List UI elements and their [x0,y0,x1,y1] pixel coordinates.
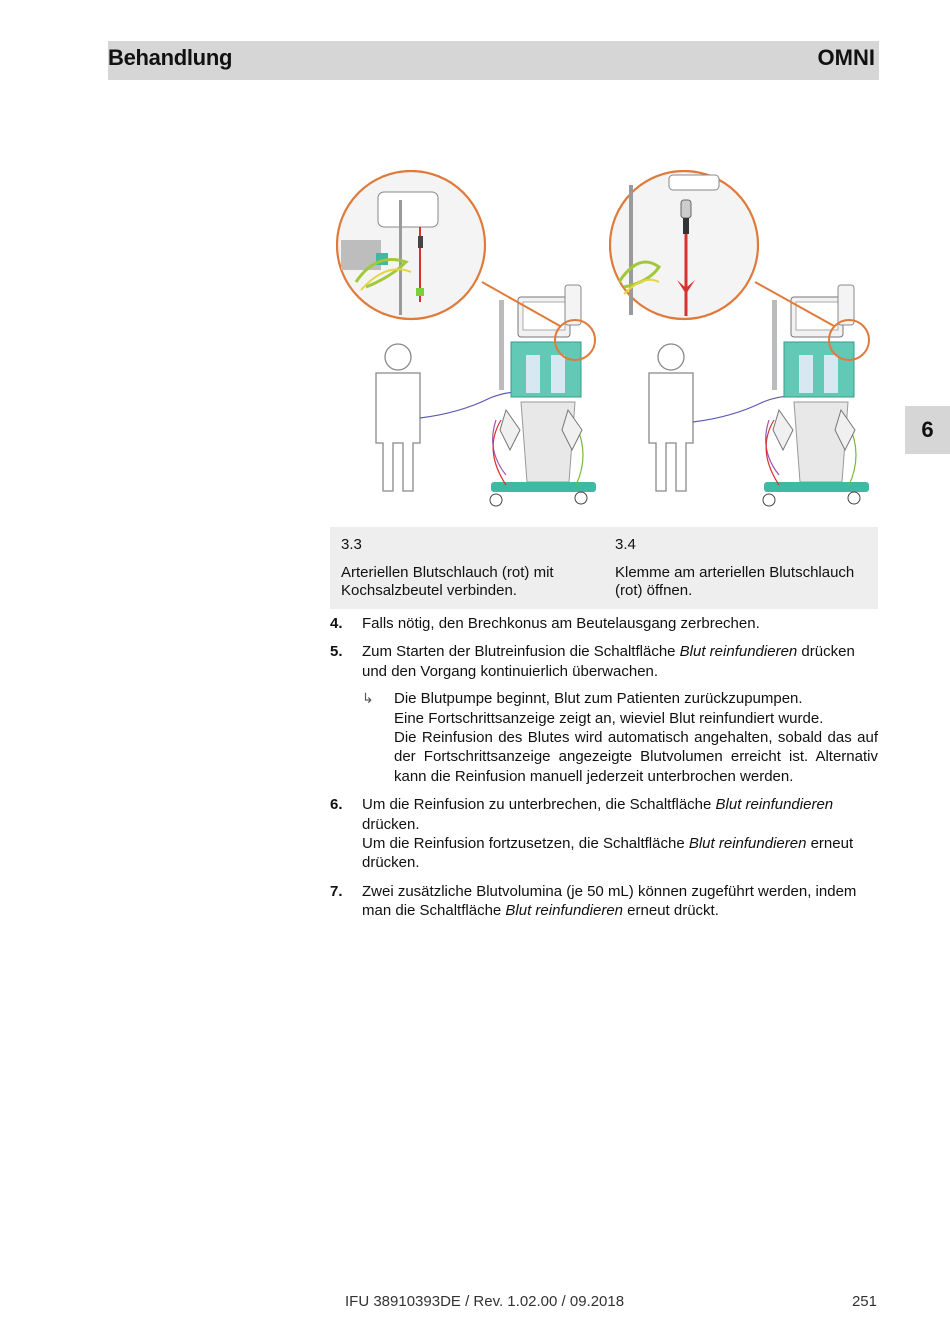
button-name: Blut reinfundieren [505,902,623,920]
step-text: Zwei zusätzliche Blutvolumina (je 50 mL)… [362,882,857,920]
caption-text: Klemme am arteriellen Blutschlauch (rot)… [615,564,855,599]
section-title: Behandlung [108,45,233,70]
figure-step-3-4 [609,170,870,507]
patient-outline-icon [375,343,421,492]
product-name: OMNI [817,45,875,70]
step-5: 5. Zum Starten der Blutreinfusion die Sc… [330,642,878,786]
step-text: Um die Reinfusion zu unterbrechen, die S… [362,796,834,833]
figure-captions: 3.3 Arteriellen Blutschlauch (rot) mit K… [330,527,878,609]
step-7: 7. Zwei zusätzliche Blutvolumina (je 50 … [330,882,878,921]
caption-number: 3.4 [615,536,636,553]
document-id: IFU 38910393DE / Rev. 1.02.00 / 09.2018 [345,1293,625,1310]
button-name: Blut reinfundieren [688,835,807,853]
step-6: 6. Um die Reinfusion zu unterbrechen, di… [330,795,878,873]
step-list: 4. Falls nötig, den Brechkonus am Beutel… [330,614,878,930]
step-number: 7. [330,882,343,900]
button-name: Blut reinfundieren [715,796,834,814]
result-line: Die Blutpumpe beginnt, Blut zum Patiente… [394,690,803,708]
zoom-callout-detail [336,170,487,321]
caption-3-3: 3.3 Arteriellen Blutschlauch (rot) mit K… [341,536,603,600]
button-name: Blut reinfundieren [679,643,798,661]
step-result: ↳ Die Blutpumpe beginnt, Blut zum Patien… [362,689,878,786]
chapter-tab: 6 [905,406,950,454]
dialysis-machine-icon [489,284,596,507]
result-arrow-icon: ↳ [362,690,374,707]
result-line: Die Reinfusion des Blutes wird automatis… [394,729,878,785]
figure-step-3-3 [336,170,596,507]
step-text: Um die Reinfusion fortzusetzen, die Scha… [362,835,854,872]
page-number: 251 [851,1293,877,1310]
caption-3-4: 3.4 Klemme am arteriellen Blutschlauch (… [615,536,877,600]
step-4: 4. Falls nötig, den Brechkonus am Beutel… [330,614,878,633]
zoom-callout-detail [609,170,760,321]
step-text: Zum Starten der Blutreinfusion die Schal… [362,643,855,680]
step-number: 4. [330,615,343,632]
step-number: 5. [330,643,343,661]
page-header: Behandlung OMNI [108,41,879,80]
step-text: Falls nötig, den Brechkonus am Beutelaus… [362,615,760,632]
result-line: Eine Fortschrittsanzeige zeigt an, wievi… [394,709,824,727]
patient-outline-icon [648,343,694,492]
caption-number: 3.3 [341,536,362,553]
dialysis-machine-icon [762,284,869,507]
caption-text: Arteriellen Blutschlauch (rot) mit Kochs… [341,564,554,599]
step-number: 6. [330,796,343,814]
